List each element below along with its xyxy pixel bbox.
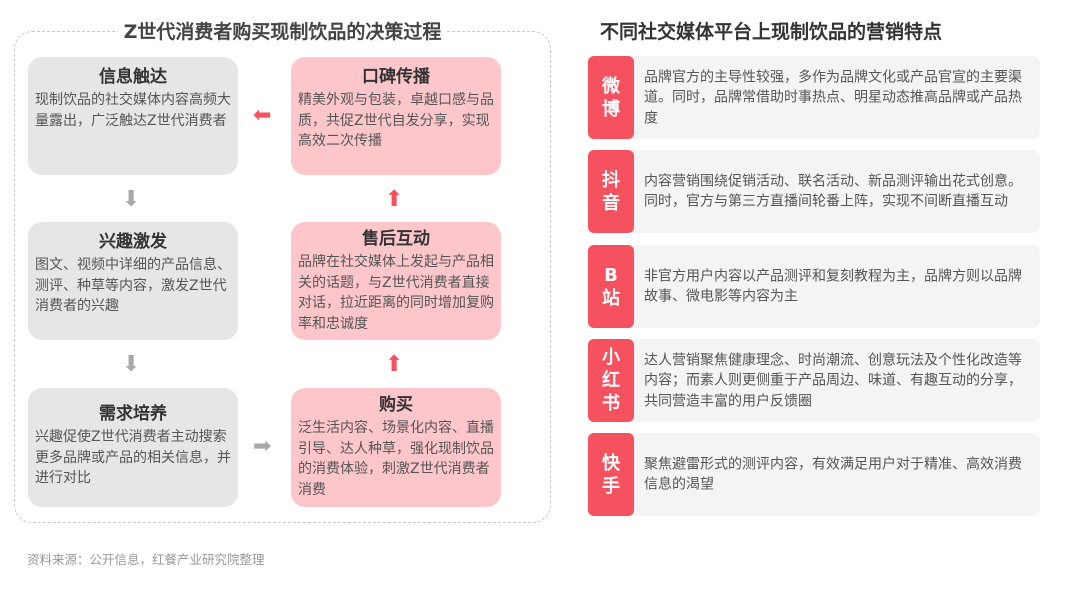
step-title: 购买 <box>379 395 413 415</box>
arrow-down-icon: ⬇ <box>122 187 141 212</box>
arrow-down-icon: ⬇ <box>122 352 141 377</box>
platform-text: 聚焦避雷形式的测评内容，有效满足用户对于精准、高效消费信息的渴望 <box>644 456 1022 493</box>
arrow-left-icon: ⬅ <box>253 103 272 128</box>
right-title: 不同社交媒体平台上现制饮品的营销特点 <box>600 21 943 43</box>
step-text: 品牌在社交媒体上发起与产品相关的话题，与Z世代消费者直接对话，拉近距离的同时增加… <box>298 254 494 332</box>
step-text: 泛生活内容、场景化内容、直播引导、达人种草，强化现制饮品的消费体验，刺激Z世代消… <box>298 420 494 498</box>
platform-tag: B站 <box>588 245 634 328</box>
arrow-up-icon: ⬆ <box>385 187 404 212</box>
step-title: 兴趣激发 <box>99 232 167 252</box>
platform-card-xiaohongshu: 小红书达人营销聚焦健康理念、时尚潮流、创意玩法及个性化改造等内容；而素人则更侧重… <box>588 339 1040 422</box>
step-interest: 兴趣激发图文、视频中详细的产品信息、测评、种草等内容，激发Z世代消费者的兴趣 <box>28 222 238 340</box>
step-info-reach: 信息触达现制饮品的社交媒体内容高频大量露出，广泛触达Z世代消费者 <box>28 57 238 175</box>
left-title-text: Z世代消费者购买现制饮品的决策过程 <box>117 21 448 43</box>
platform-card-kuaishou: 快手聚焦避雷形式的测评内容，有效满足用户对于精准、高效消费信息的渴望 <box>588 433 1040 516</box>
step-title: 售后互动 <box>362 229 430 249</box>
platform-tag: 快手 <box>588 433 634 516</box>
step-title: 信息触达 <box>99 67 167 87</box>
step-text: 图文、视频中详细的产品信息、测评、种草等内容，激发Z世代消费者的兴趣 <box>35 257 231 314</box>
step-text: 兴趣促使Z世代消费者主动搜索更多品牌或产品的相关信息，并进行对比 <box>35 429 231 486</box>
step-demand: 需求培养兴趣促使Z世代消费者主动搜索更多品牌或产品的相关信息，并进行对比 <box>28 388 238 507</box>
step-text: 精美外观与包装，卓越口感与品质，共促Z世代自发分享，实现高效二次传播 <box>298 92 494 149</box>
platform-tag: 小红书 <box>588 339 634 422</box>
platform-text: 达人营销聚焦健康理念、时尚潮流、创意玩法及个性化改造等内容；而素人则更侧重于产品… <box>644 351 1022 409</box>
step-title: 口碑传播 <box>362 67 430 87</box>
arrow-up-icon: ⬆ <box>385 352 404 377</box>
platform-card-douyin: 抖音内容营销围绕促销活动、联名活动、新品测评输出花式创意。同时，官方与第三方直播… <box>588 150 1040 233</box>
platform-text: 内容营销围绕促销活动、联名活动、新品测评输出花式创意。同时，官方与第三方直播间轮… <box>644 173 1022 210</box>
platform-text: 品牌官方的主导性较强，多作为品牌文化或产品官宣的主要渠道。同时，品牌常借助时事热… <box>644 68 1022 126</box>
left-title: Z世代消费者购买现制饮品的决策过程 <box>0 17 565 44</box>
step-purchase: 购买泛生活内容、场景化内容、直播引导、达人种草，强化现制饮品的消费体验，刺激Z世… <box>291 388 501 507</box>
platform-tag: 抖音 <box>588 150 634 233</box>
step-after-sales: 售后互动品牌在社交媒体上发起与产品相关的话题，与Z世代消费者直接对话，拉近距离的… <box>291 222 501 340</box>
platform-text: 非官方用户内容以产品测评和复刻教程为主，品牌方则以品牌故事、微电影等内容为主 <box>644 268 1022 305</box>
source-note: 资料来源：公开信息，红餐产业研究院整理 <box>27 552 265 567</box>
step-title: 需求培养 <box>99 404 167 424</box>
platform-card-weibo: 微博品牌官方的主导性较强，多作为品牌文化或产品官宣的主要渠道。同时，品牌常借助时… <box>588 56 1040 139</box>
arrow-right-icon: ➡ <box>253 434 272 459</box>
platform-tag: 微博 <box>588 56 634 139</box>
step-word-of-mouth: 口碑传播精美外观与包装，卓越口感与品质，共促Z世代自发分享，实现高效二次传播 <box>291 57 501 175</box>
platform-card-bilibili: B站非官方用户内容以产品测评和复刻教程为主，品牌方则以品牌故事、微电影等内容为主 <box>588 245 1040 328</box>
step-text: 现制饮品的社交媒体内容高频大量露出，广泛触达Z世代消费者 <box>35 92 231 129</box>
